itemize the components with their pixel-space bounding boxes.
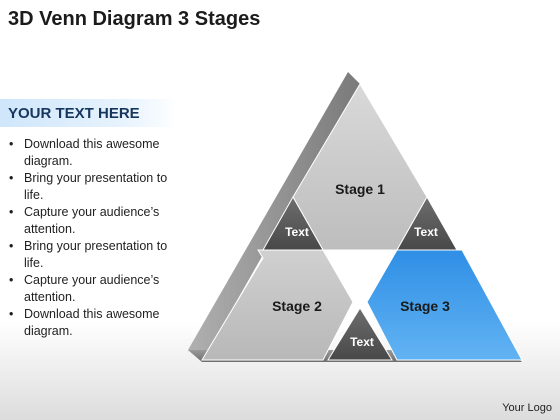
bullet-item: Capture your audience’s attention. [6, 204, 178, 238]
pyramid-left-side [188, 72, 360, 362]
sidebar-heading-bar: YOUR TEXT HERE [0, 99, 178, 127]
overlap-1-2 [262, 195, 324, 251]
logo-text: Your Logo [502, 402, 552, 414]
overlap-1-3 [396, 195, 458, 251]
bullet-item: Download this awesome diagram. [6, 306, 178, 340]
overlap-label-left: Text [285, 225, 309, 239]
stage-1-label: Stage 1 [335, 181, 385, 197]
stage-1-shape [292, 83, 428, 251]
stage-2-label: Stage 2 [272, 298, 322, 314]
bullet-item: Bring your presentation to life. [6, 238, 178, 272]
sidebar-heading: YOUR TEXT HERE [8, 105, 140, 122]
overlap-2-3 [327, 307, 393, 361]
stage-3-label: Stage 3 [400, 298, 450, 314]
page-title: 3D Venn Diagram 3 Stages [8, 8, 261, 30]
bullet-item: Capture your audience’s attention. [6, 272, 178, 306]
overlap-label-bottom: Text [350, 335, 374, 349]
bullet-item: Bring your presentation to life. [6, 170, 178, 204]
bullet-item: Download this awesome diagram. [6, 136, 178, 170]
overlap-label-right: Text [414, 225, 438, 239]
bullet-list: Download this awesome diagram. Bring you… [6, 136, 178, 340]
